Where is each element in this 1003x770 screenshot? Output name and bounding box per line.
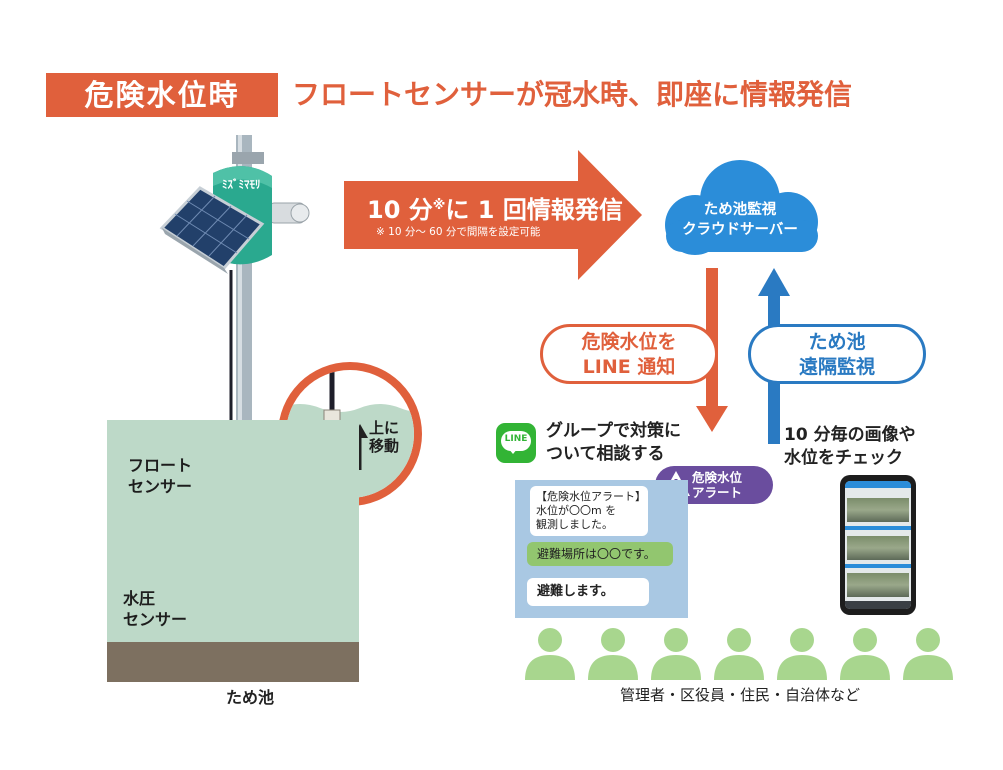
page-title: フロートセンサーが冠水時、即座に情報発信 <box>292 78 853 111</box>
cloud-label: ため池監視クラウドサーバー <box>682 202 798 238</box>
line-icon-text: LINE <box>504 434 528 444</box>
monitor-bubble: ため池遠隔監視 <box>748 324 926 384</box>
smartphone <box>840 475 916 615</box>
member-figure <box>651 628 701 680</box>
phone-caption: 10 分毎の画像や水位をチェック <box>784 425 916 468</box>
pond-bottom <box>107 642 359 682</box>
device: ﾐｽﾞﾐﾏﾓﾘ <box>159 152 310 274</box>
pond-label: ため池 <box>225 688 274 707</box>
transmit-label: 10 分※に 1 回情報発信 <box>367 196 623 224</box>
transmit-arrow <box>344 150 642 280</box>
members <box>525 628 953 680</box>
phone-screen <box>845 481 911 609</box>
alert-badge-label: 危険水位アラート <box>692 470 743 500</box>
member-figure <box>588 628 638 680</box>
line-caption: グループで対策について相談する <box>546 421 681 464</box>
pressure-sensor-label: 水圧センサー <box>123 589 188 629</box>
member-figure <box>903 628 953 680</box>
member-figure <box>714 628 764 680</box>
line-app-icon: LINE <box>496 423 536 463</box>
member-figure <box>840 628 890 680</box>
transmit-note: ※ 10 分〜 60 分で間隔を設定可能 <box>376 226 541 238</box>
callout-label: 上に移動 <box>369 419 400 455</box>
member-figure <box>525 628 575 680</box>
members-caption: 管理者・区役員・住民・自治体など <box>619 686 860 704</box>
float-sensor-label: フロートセンサー <box>128 456 193 496</box>
chat-message-evacuate: 避難します。 <box>527 578 649 606</box>
member-figure <box>777 628 827 680</box>
pond-water <box>107 420 359 642</box>
chat-message-alert: 【危険水位アラート】水位が〇〇m を観測しました。 <box>530 486 648 536</box>
cloud-shape <box>665 160 818 255</box>
header-badge: 危険水位時 <box>46 73 278 117</box>
chat-message-shelter: 避難場所は〇〇です。 <box>527 542 673 566</box>
device-brand: ﾐｽﾞﾐﾏﾓﾘ <box>222 177 261 191</box>
